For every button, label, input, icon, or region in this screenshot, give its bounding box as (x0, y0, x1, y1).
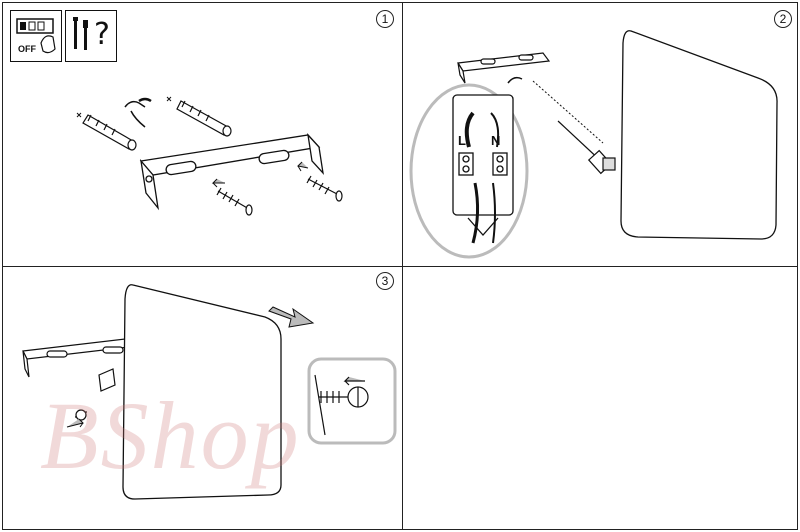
bracket-mounting-diagram (3, 3, 404, 268)
light-panel (123, 285, 281, 499)
panel-step-2: 2 (402, 2, 798, 267)
wall-plug-1 (83, 115, 136, 150)
panel-mounting-diagram (3, 267, 404, 531)
wall-bracket (458, 53, 549, 83)
cable-end (508, 78, 522, 83)
panel-empty (402, 266, 798, 530)
terminal-block (453, 95, 513, 235)
screw-right (307, 176, 342, 201)
hole-mark-2 (167, 97, 171, 101)
panel-step-3: 3 (2, 266, 403, 530)
screwdriver (558, 121, 615, 173)
hole-mark-1 (77, 113, 81, 117)
insert-arrows (213, 162, 308, 187)
light-panel (621, 31, 777, 239)
wall-plug-2 (177, 101, 231, 136)
neutral-terminal-label: N (491, 133, 500, 148)
screw-left (217, 188, 252, 215)
guide-line (533, 81, 603, 143)
small-arrow (67, 419, 83, 427)
live-terminal-label: L (458, 133, 466, 148)
cable-end (125, 99, 151, 127)
panel-step-1: 1 OFF ? (2, 2, 403, 267)
side-screw (75, 369, 115, 420)
